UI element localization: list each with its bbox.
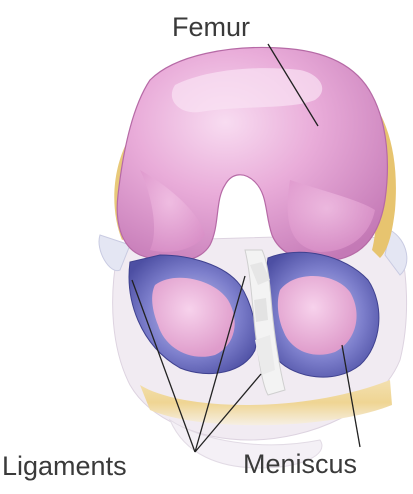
femur (117, 47, 387, 261)
ligaments-label: Ligaments (2, 453, 127, 480)
femur-label: Femur (172, 14, 250, 41)
meniscus-label: Meniscus (243, 451, 357, 478)
